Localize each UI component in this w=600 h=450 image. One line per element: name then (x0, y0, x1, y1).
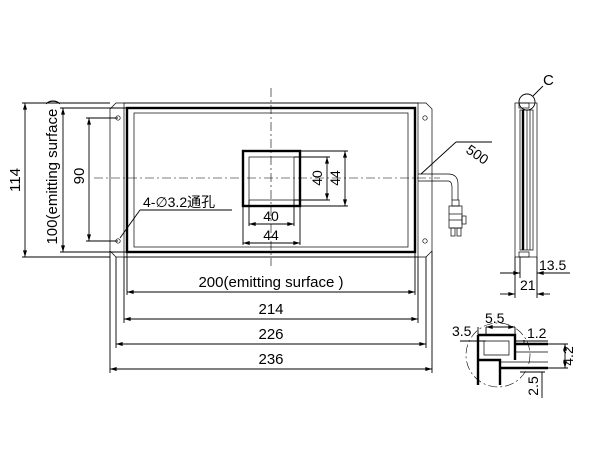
side-view: C 21 13.5 (500, 72, 570, 298)
depth-label: 21 (520, 277, 536, 293)
detail-profile (476, 333, 548, 385)
mounting-hole (422, 238, 428, 244)
emitting-width-label: 200(emitting surface ) (198, 274, 343, 291)
dim-b-label: 5.5 (485, 310, 505, 326)
flange-label: 13.5 (539, 257, 566, 273)
overall-height-label: 114 (7, 168, 24, 192)
front-view: 500 40 44 40 44 4-∅3.2通孔 114 100( (7, 88, 492, 373)
dim-e-label: 2.5 (525, 376, 541, 396)
hole-callout-label: 4-∅3.2通孔 (143, 194, 215, 210)
window-outer-width-label: 44 (263, 227, 279, 243)
detail-view: 3.5 5.5 1.2 4.2 2.5 (452, 310, 576, 398)
hole-pitch-label: 90 (71, 168, 88, 185)
dim-d-label: 4.2 (560, 346, 576, 366)
detail-c-label: C (543, 72, 554, 89)
overall-width-label: 236 (258, 351, 283, 368)
window-inner-height-label: 40 (309, 170, 325, 186)
cable-length-leader (420, 141, 457, 175)
detail-boundary (465, 322, 531, 388)
dim-c-label: 1.2 (527, 325, 547, 341)
side-body-outer (514, 102, 538, 258)
mounting-hole (422, 115, 428, 121)
dim-a-label: 3.5 (452, 323, 472, 339)
cable-length-label: 500 (463, 141, 491, 167)
cable (418, 173, 467, 237)
emitting-height-label: 100(emitting surface ) (44, 99, 61, 244)
frame-width-label: 226 (258, 326, 283, 343)
window-inner-width-label: 40 (263, 208, 279, 224)
window-inner (248, 156, 295, 201)
frame-outline (123, 102, 419, 258)
hole-callout-leader (119, 209, 141, 239)
window-outer (241, 149, 302, 208)
window-outer-height-label: 44 (327, 170, 343, 186)
inner-width-label: 214 (258, 301, 283, 318)
detail-c-marker (518, 93, 536, 111)
